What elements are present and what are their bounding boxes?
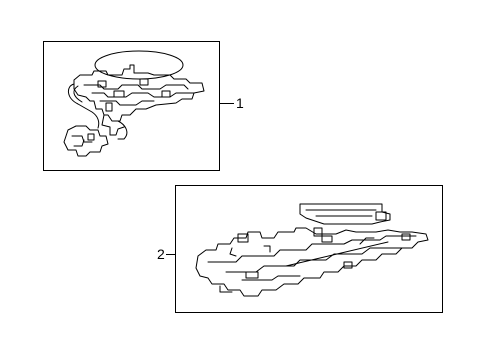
- wire-harness-2-drawing: [195, 203, 429, 297]
- harness-2-upper-block: [299, 203, 391, 225]
- harness-2-clip-b: [313, 227, 323, 237]
- harness-2-detail-b: [263, 245, 271, 253]
- harness-1-clip-a: [97, 80, 107, 88]
- harness-1-clip-c: [139, 78, 149, 86]
- harness-1-cluster-clip: [87, 133, 95, 141]
- callout-2-leader: [166, 254, 175, 255]
- harness-2-inner-run-a: [207, 235, 417, 263]
- harness-2-detail-c: [359, 237, 375, 245]
- harness-2-clip-a: [237, 233, 249, 243]
- harness-1-loop-wire: [68, 83, 100, 129]
- callout-2: 2: [157, 246, 165, 262]
- harness-2-upper-clip: [375, 211, 387, 221]
- harness-1-clip-e: [105, 102, 113, 112]
- harness-1-branch-curve: [117, 120, 128, 140]
- harness-1-clip-d: [161, 90, 171, 98]
- harness-1-connector-loop: [94, 50, 184, 80]
- harness-1-inner-run-c: [99, 100, 155, 106]
- harness-1-inner-run-b: [91, 92, 195, 98]
- harness-2-trunk-line: [285, 241, 389, 267]
- harness-2-body: [195, 227, 429, 297]
- callout-1: 1: [236, 95, 244, 111]
- harness-1-loop-wire-inner: [73, 85, 83, 103]
- harness-2-clip-c: [321, 235, 333, 243]
- harness-1-branch: [101, 114, 125, 136]
- harness-2-inner-run-c: [241, 275, 301, 281]
- harness-2-detail-a: [229, 247, 237, 257]
- harness-1-clip-b: [113, 90, 125, 98]
- harness-1-connector-cluster: [63, 125, 109, 157]
- harness-2-clip-f: [401, 233, 411, 241]
- harness-1-cluster-detail-b: [73, 139, 85, 147]
- part-1-frame: [43, 41, 220, 171]
- harness-2-clip-e: [343, 261, 353, 269]
- part-2-frame: [175, 185, 443, 313]
- harness-2-clip-d: [245, 271, 259, 279]
- callout-1-leader: [220, 103, 234, 104]
- harness-1-cluster-detail-a: [71, 135, 93, 143]
- wire-harness-1-drawing: [63, 50, 205, 157]
- harness-1-inner-run-a: [83, 84, 189, 90]
- harness-2-detail-d: [219, 285, 233, 293]
